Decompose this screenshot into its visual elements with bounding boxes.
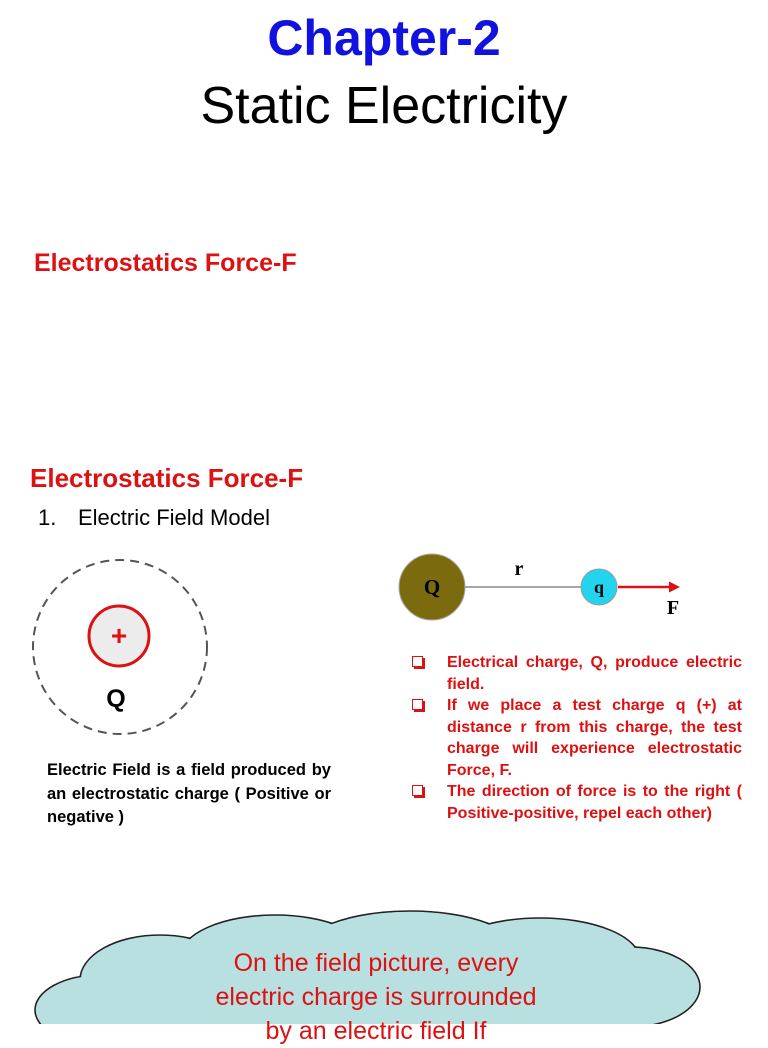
field-boundary	[32, 559, 208, 735]
list-item-number: 1.	[38, 505, 57, 530]
electric-field-diagram: + Q	[32, 559, 208, 735]
cloud-callout	[34, 910, 701, 1024]
force-arrow-head	[669, 581, 680, 593]
force-label: F	[667, 597, 679, 619]
bullet-text: The direction of force is to the right (…	[447, 783, 742, 822]
distance-label: r	[515, 558, 524, 580]
section-heading-1: Electrostatics Force-F	[34, 249, 297, 277]
source-charge-label: Q	[424, 575, 440, 599]
cloud-text: On the field picture, every electric cha…	[88, 946, 664, 1048]
page-title: Chapter-2	[267, 10, 501, 66]
charge-sign: +	[111, 620, 127, 651]
checkbox-bullet-icon	[412, 699, 423, 710]
test-charge-label: q	[594, 577, 604, 597]
bullet-text: Electrical charge, Q, produce electric f…	[447, 654, 742, 693]
cloud-line: electric charge is surrounded	[215, 983, 537, 1011]
cloud-line: On the field picture, every	[233, 949, 519, 977]
test-charge	[580, 568, 618, 606]
charge-label: Q	[106, 685, 125, 713]
explanation-list: Electrical charge, Q, produce electric f…	[410, 652, 742, 824]
list-item: The direction of force is to the right (…	[410, 781, 742, 824]
field-description: Electric Field is a field produced by an…	[47, 761, 331, 826]
checkbox-bullet-icon	[412, 656, 423, 667]
section-heading-2: Electrostatics Force-F	[30, 463, 304, 493]
page-subtitle: Static Electricity	[200, 77, 568, 135]
source-charge	[398, 553, 466, 621]
positive-charge	[87, 604, 151, 668]
cloud-line: by an electric field If	[265, 1017, 487, 1045]
list-item: Electrical charge, Q, produce electric f…	[410, 652, 742, 695]
cloud-fill	[36, 912, 699, 1024]
bullet-text: If we place a test charge q (+) at dista…	[447, 697, 742, 779]
list-item-text: Electric Field Model	[78, 505, 270, 530]
checkbox-bullet-icon	[412, 785, 423, 796]
list-item: If we place a test charge q (+) at dista…	[410, 695, 742, 781]
force-diagram: Q r q F	[398, 553, 680, 621]
list-item: 1. Electric Field Model	[38, 505, 270, 531]
